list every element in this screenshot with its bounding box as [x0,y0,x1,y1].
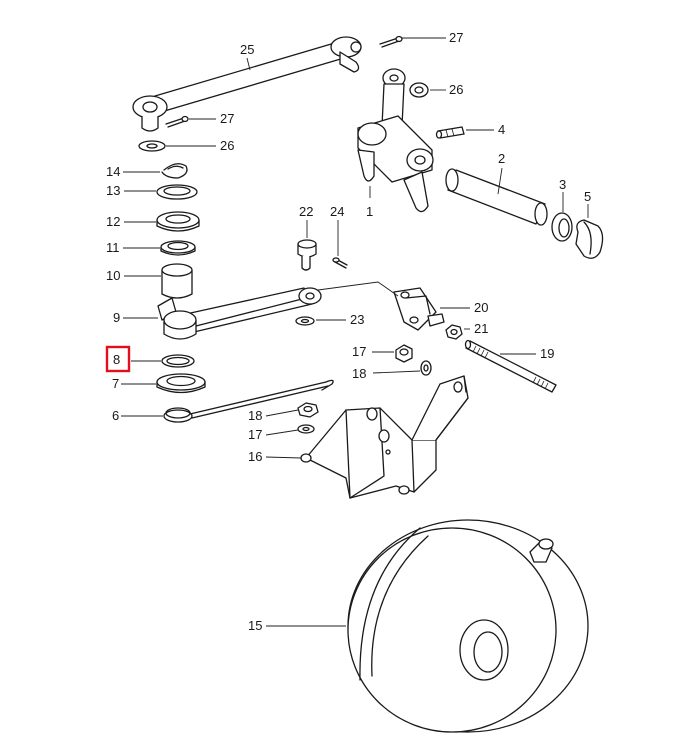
callout-17: 17 [248,427,262,442]
part-26-washer-left [138,140,166,152]
callout-24: 24 [330,204,344,219]
part-8-ring [161,354,195,368]
callout-3: 3 [559,177,566,192]
callout-15: 15 [248,618,262,633]
part-18-washer-upper [420,360,432,376]
callout-1: 1 [366,204,373,219]
part-27-cotter-pin-left [165,115,189,128]
part-6-spring [163,379,334,423]
callout-18: 18 [248,408,262,423]
callout-20: 20 [474,300,488,315]
part-9-lever [157,287,322,340]
part-5-cap [575,219,604,259]
callout-14: 14 [106,164,120,179]
callout-6: 6 [112,408,119,423]
part-17-nut-upper [395,344,413,363]
callout-17: 17 [352,344,366,359]
callout-8-highlight-box [105,345,131,373]
callout-2: 2 [498,151,505,166]
callout-23: 23 [350,312,364,327]
part-1-lever-bracket [357,68,434,213]
part-20-clevis [393,287,445,331]
part-2-shaft [445,168,548,226]
callout-16: 16 [248,449,262,464]
part-13-washer [156,184,198,200]
callout-13: 13 [106,183,120,198]
part-12-bearing [156,211,200,232]
part-21-nut [445,324,463,340]
part-27-cotter-pin-top [379,35,403,48]
part-17-washer-lower [297,424,315,434]
part-19-threaded-rod [464,339,557,393]
part-25-shift-rod [132,36,362,132]
part-3-seal-ring [551,212,573,242]
callout-19: 19 [540,346,554,361]
part-26-washer-top [409,82,429,98]
part-10-bushing [161,263,193,299]
callout-11: 11 [106,240,120,255]
callout-27: 27 [220,111,234,126]
callout-18: 18 [352,366,366,381]
part-16-mounting-bracket [300,375,469,499]
callout-8: 8 [113,352,120,367]
callout-9: 9 [113,310,120,325]
part-18-nut-lower [297,402,319,418]
leader-lines [121,37,589,627]
part-24-cotter-pin [332,257,348,269]
callout-7: 7 [112,376,119,391]
part-14-circlip [161,163,188,179]
part-23-washer [295,316,315,326]
part-4-pin [435,126,465,139]
part-15-booster-drum [347,519,589,733]
callout-21: 21 [474,321,488,336]
callout-5: 5 [584,189,591,204]
callout-25: 25 [240,42,254,57]
callout-22: 22 [299,204,313,219]
callout-27: 27 [449,30,463,45]
connection-line [317,281,399,297]
callout-4: 4 [498,122,505,137]
part-22-bolt [297,239,317,271]
callout-12: 12 [106,214,120,229]
callout-26: 26 [220,138,234,153]
part-7-seal [156,373,206,394]
callout-10: 10 [106,268,120,283]
callout-labels: 25 27 26 27 26 4 2 3 5 1 14 13 12 11 10 … [105,30,591,633]
callout-26: 26 [449,82,463,97]
part-11-ring [160,240,196,256]
